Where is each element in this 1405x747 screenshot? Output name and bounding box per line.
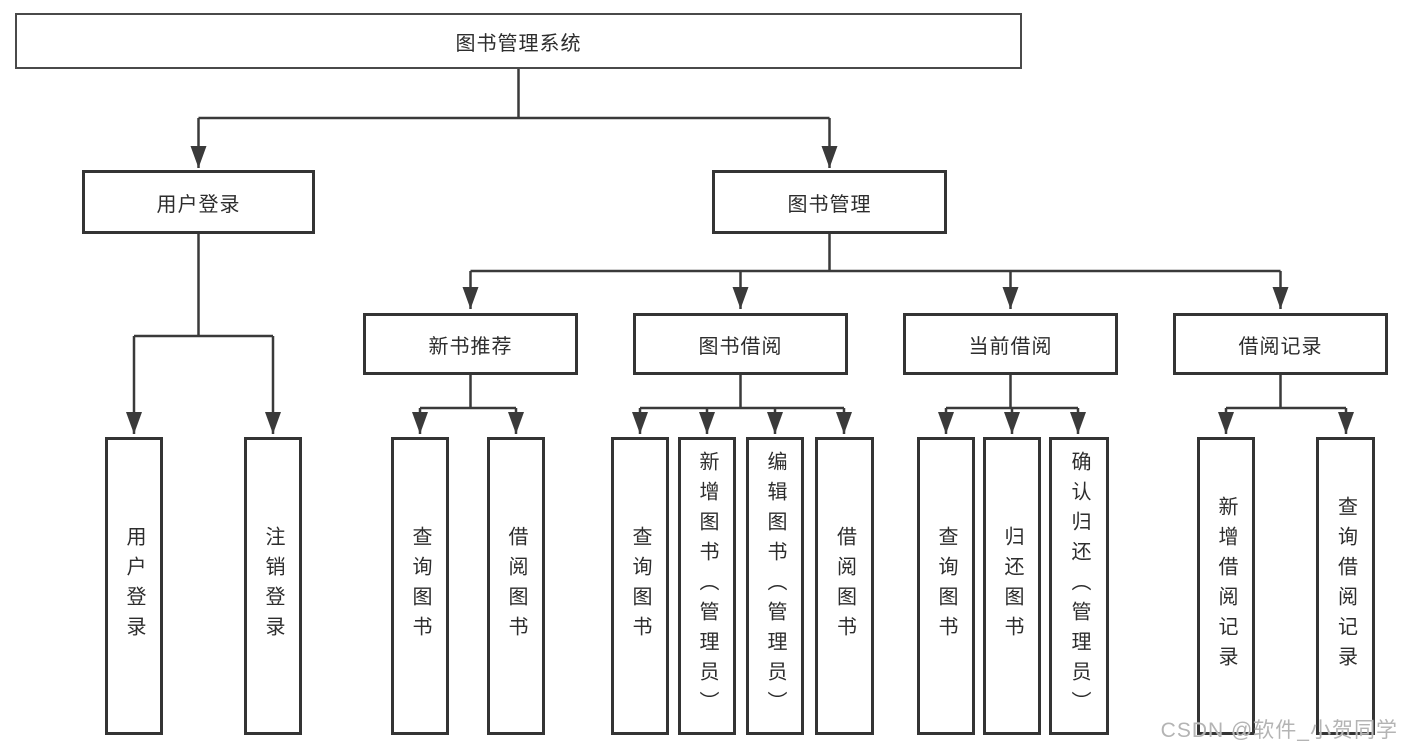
leaf-current-confirm-return-admin-label: 确认归还（管理员） <box>1068 451 1090 721</box>
node-current-borrow: 当前借阅 <box>903 313 1118 375</box>
leaf-user-login-label: 用户登录 <box>123 526 145 646</box>
leaf-borrow-add-books-admin-label: 新增图书（管理员） <box>696 451 718 721</box>
node-book-borrow: 图书借阅 <box>633 313 848 375</box>
node-book-management-group: 图书管理 <box>712 170 947 234</box>
leaf-logout-label: 注销登录 <box>262 526 284 646</box>
node-user-login-group: 用户登录 <box>82 170 315 234</box>
node-root-system: 图书管理系统 <box>15 13 1022 69</box>
leaf-borrow-add-books-admin: 新增图书（管理员） <box>678 437 736 735</box>
leaf-current-confirm-return-admin: 确认归还（管理员） <box>1049 437 1109 735</box>
leaf-user-login: 用户登录 <box>105 437 163 735</box>
leaf-records-add-record-label: 新增借阅记录 <box>1215 496 1237 676</box>
leaf-records-query-record-label: 查询借阅记录 <box>1334 496 1357 676</box>
leaf-newbook-borrow-books-label: 借阅图书 <box>505 526 527 646</box>
leaf-current-return-books-label: 归还图书 <box>1001 526 1023 646</box>
leaf-logout: 注销登录 <box>244 437 302 735</box>
leaf-newbook-query-books: 查询图书 <box>391 437 449 735</box>
leaf-borrow-edit-books-admin-label: 编辑图书（管理员） <box>764 451 786 721</box>
leaf-records-query-record: 查询借阅记录 <box>1316 437 1375 735</box>
leaf-newbook-borrow-books: 借阅图书 <box>487 437 545 735</box>
leaf-borrow-borrow-books-label: 借阅图书 <box>833 526 856 646</box>
node-borrow-records: 借阅记录 <box>1173 313 1388 375</box>
leaf-records-add-record: 新增借阅记录 <box>1197 437 1255 735</box>
leaf-borrow-query-books-label: 查询图书 <box>629 526 651 646</box>
leaf-newbook-query-books-label: 查询图书 <box>409 526 431 646</box>
leaf-current-return-books: 归还图书 <box>983 437 1041 735</box>
leaf-current-query-books-label: 查询图书 <box>935 526 957 646</box>
leaf-borrow-borrow-books: 借阅图书 <box>815 437 874 735</box>
node-new-book-recommend: 新书推荐 <box>363 313 578 375</box>
leaf-borrow-edit-books-admin: 编辑图书（管理员） <box>746 437 804 735</box>
leaf-borrow-query-books: 查询图书 <box>611 437 669 735</box>
csdn-watermark: CSDN @软件_小贺同学 <box>1160 719 1398 742</box>
leaf-current-query-books: 查询图书 <box>917 437 975 735</box>
